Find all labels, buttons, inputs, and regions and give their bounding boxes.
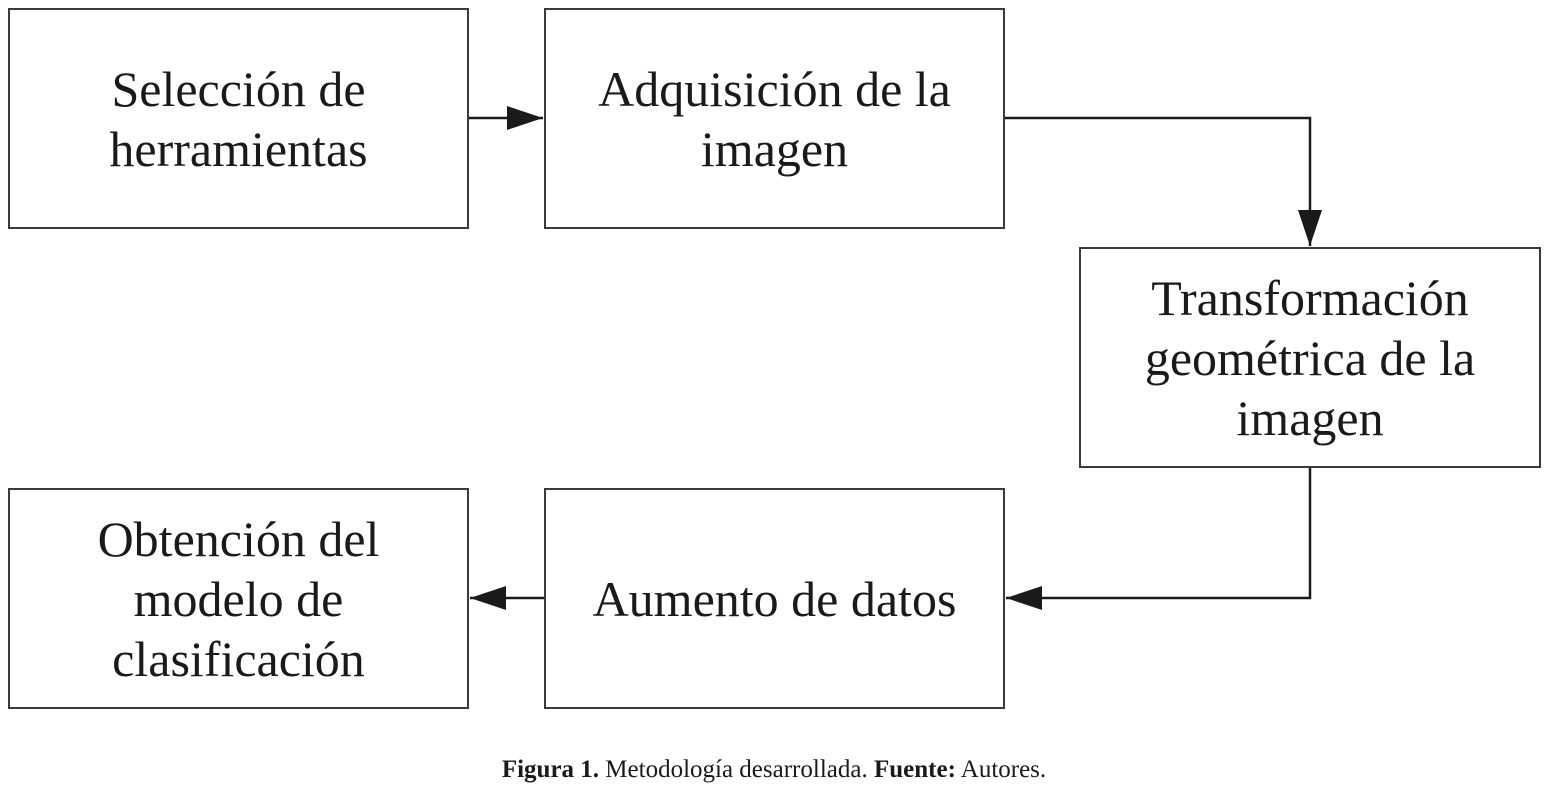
arrow-transformation-to-augmentation [1006,468,1312,610]
process-box-label: Obtención del modelo de clasificación [97,510,380,687]
arrow-acquisition-to-transformation [1005,116,1322,246]
process-box-image-acquisition: Adquisición de la imagen [544,8,1005,229]
process-box-data-augmentation: Aumento de datos [544,488,1005,709]
source-text: Autores. [955,756,1047,783]
figure-description: Metodología desarrollada. [599,756,874,783]
source-label: Fuente: [873,756,956,783]
process-box-label: Transformación geométrica de la imagen [1144,269,1476,446]
process-box-label: Selección de herramientas [109,60,368,177]
process-box-geometric-transformation: Transformación geométrica de la imagen [1079,247,1541,468]
process-box-label: Aumento de datos [592,570,957,627]
figure-caption: Figura 1. Metodología desarrollada. Fuen… [0,754,1548,786]
figure-number: Figura 1. [501,756,600,783]
process-box-tool-selection: Selección de herramientas [8,8,469,229]
process-box-label: Adquisición de la imagen [598,60,951,177]
process-box-classification-model: Obtención del modelo de clasificación [8,488,469,709]
